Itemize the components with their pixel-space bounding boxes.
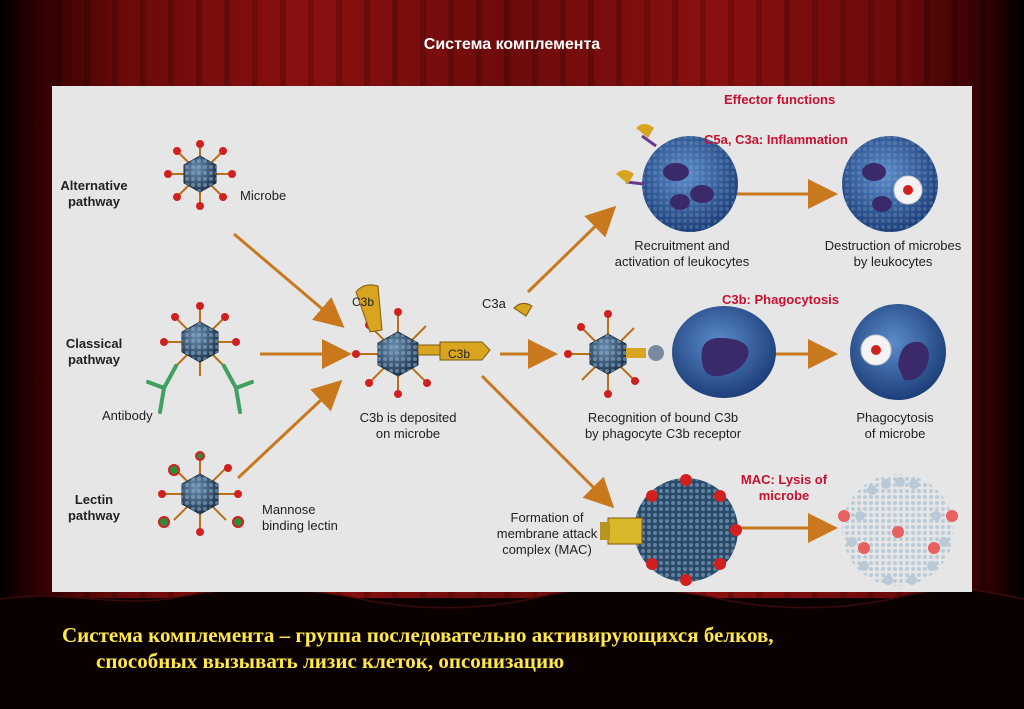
microbe-lectin xyxy=(158,451,244,536)
leukocyte-destruction xyxy=(842,136,938,232)
label-classical-pathway: Classical pathway xyxy=(65,336,123,367)
label-microbe: Microbe xyxy=(240,188,287,203)
label-mac-formation: Formation of membrane attack complex (MA… xyxy=(496,510,598,557)
label-phagocytosis: Phagocytosis of microbe xyxy=(856,410,934,441)
pathway-arrows xyxy=(233,232,352,480)
effector-arrows xyxy=(480,179,838,543)
slide-caption: Система комплемента – группа последовате… xyxy=(62,622,992,674)
diagram-panel: Alternative pathway Classical pathway Le… xyxy=(52,86,972,592)
slide-title: Система комплемента xyxy=(423,36,601,53)
heading-mac-lysis: MAC: Lysis of microbe xyxy=(740,472,828,503)
heading-effector-functions: Effector functions xyxy=(724,92,836,107)
caption-line-2: способных вызывать лизис клеток, опсониз… xyxy=(96,649,565,673)
label-mannose-binding-lectin: Mannose binding lectin xyxy=(262,502,338,533)
microbe-c3b-deposited xyxy=(352,284,491,398)
label-c3b-top: C3b xyxy=(352,295,375,309)
phagocyte xyxy=(672,306,776,398)
bottom-band xyxy=(0,598,1024,709)
leukocyte-recruitment xyxy=(616,124,738,232)
label-alternative-pathway: Alternative pathway xyxy=(60,178,128,209)
label-recognition: Recognition of bound C3b by phagocyte C3… xyxy=(584,410,742,441)
diagram-graphics xyxy=(146,124,958,586)
phagocyte-engulfed xyxy=(850,304,946,400)
label-c3b-deposited: C3b is deposited on microbe xyxy=(359,410,457,441)
microbe-alternative xyxy=(164,140,236,210)
caption-line-1: Система комплемента – группа последовате… xyxy=(62,623,774,647)
heading-phagocytosis: C3b: Phagocytosis xyxy=(722,292,840,307)
microbe-mac xyxy=(600,474,742,586)
c3a-fragment xyxy=(513,302,533,317)
label-recruitment: Recruitment and activation of leukocytes xyxy=(614,238,750,269)
label-c3a: C3a xyxy=(482,296,506,311)
label-lectin-pathway: Lectin pathway xyxy=(67,492,120,523)
microbe-opsonized xyxy=(564,310,664,398)
heading-inflammation: C5a, C3a: Inflammation xyxy=(704,132,848,147)
microbe-classical xyxy=(146,302,254,414)
label-c3b-side: C3b xyxy=(448,347,471,361)
label-antibody: Antibody xyxy=(102,408,153,423)
label-destruction: Destruction of microbes by leukocytes xyxy=(824,238,962,269)
wavy-border xyxy=(0,587,1024,615)
microbe-lysed xyxy=(838,474,958,586)
